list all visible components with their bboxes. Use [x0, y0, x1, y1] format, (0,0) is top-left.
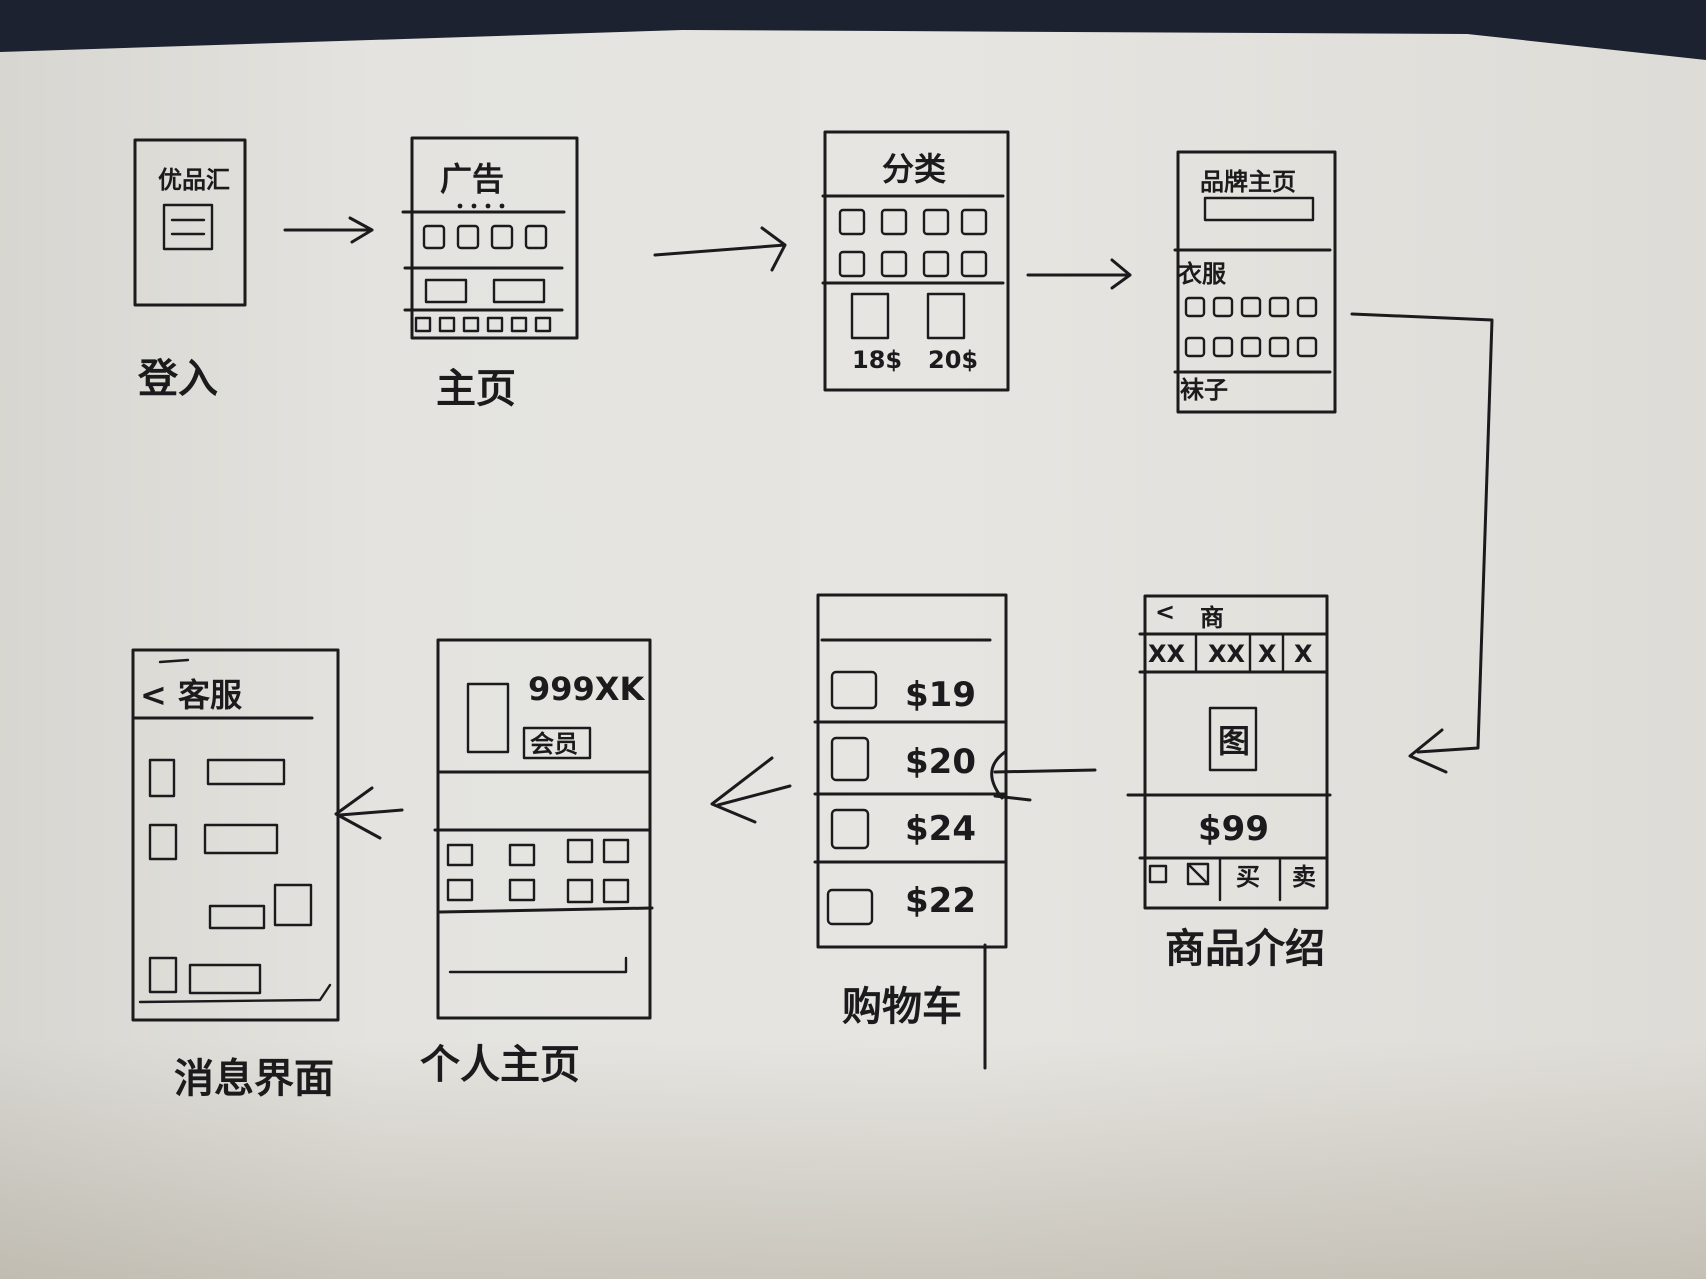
- category-product-thumb-2: [926, 292, 966, 340]
- brand-phone-frame: [1176, 150, 1337, 414]
- category-phone-frame: [823, 130, 1010, 392]
- product-action-bar: 买 卖: [1148, 856, 1316, 902]
- category-product-thumb-1: [850, 292, 890, 340]
- message-title: 客服: [178, 676, 242, 714]
- product-tab-2: XX: [1208, 640, 1246, 668]
- message-avatar-1: [148, 758, 176, 798]
- product-price: $99: [1198, 809, 1269, 849]
- cart-item-2-price: $20: [905, 742, 976, 782]
- login-logo-icon: [162, 203, 214, 251]
- cart-caption: 购物车: [842, 984, 962, 1030]
- category-title: 分类: [882, 150, 946, 188]
- message-caption: 消息界面: [174, 1056, 334, 1102]
- home-banner-right: [492, 278, 546, 304]
- arrow-category-to-brand: [1026, 258, 1132, 290]
- arrow-home-to-category: [653, 226, 787, 272]
- home-tab-bar: [414, 316, 552, 333]
- brand-search-box: [1203, 196, 1315, 222]
- cart-item-3-thumb: [830, 808, 870, 850]
- cart-item-4: $22: [826, 881, 976, 926]
- home-phone-frame: [410, 136, 579, 340]
- login-app-title: 优品汇: [158, 166, 230, 194]
- profile-vip-badge: [522, 726, 592, 760]
- home-banner-left: [424, 278, 468, 304]
- cart-screen: $19 $20 $24 $22 购物车: [813, 593, 1008, 1070]
- profile-function-grid: [446, 838, 630, 904]
- product-tab-1: XX: [1148, 640, 1186, 668]
- home-ad-label: 广告: [440, 160, 504, 198]
- arrow-brand-to-product: [1350, 312, 1494, 774]
- cart-item-3: $24: [830, 808, 976, 850]
- category-price-1: 18$: [852, 346, 902, 374]
- product-image-glyph: 图: [1218, 722, 1250, 760]
- cart-item-1-thumb: [830, 670, 878, 710]
- message-avatar-4: [148, 956, 178, 994]
- brand-section-socks: 袜子: [1180, 376, 1228, 404]
- home-screen: 广告 主页: [401, 136, 579, 412]
- product-bar-sell: 卖: [1292, 863, 1316, 891]
- product-back-icon: <: [1155, 598, 1175, 626]
- cart-item-4-thumb: [826, 888, 874, 926]
- profile-badge-text: 会员: [530, 730, 578, 758]
- product-image-icon: [1208, 706, 1258, 772]
- cart-item-2: $20: [830, 736, 976, 782]
- arrow-login-to-home: [283, 216, 374, 244]
- message-bubble-2: [203, 823, 279, 855]
- cart-item-2-thumb: [830, 736, 870, 782]
- message-list: [148, 758, 313, 995]
- product-phone-frame: [1143, 594, 1329, 910]
- category-icon-grid: [838, 208, 988, 278]
- cart-phone-frame: [816, 593, 1008, 949]
- message-avatar-3: [273, 883, 313, 927]
- message-phone-frame: [131, 648, 340, 1022]
- product-bar-icon-2: [1186, 862, 1210, 886]
- product-screen: < 商 XX XX X X 图 $99 买 卖 商品介绍: [1126, 594, 1332, 972]
- profile-avatar: [466, 682, 510, 754]
- brand-screen: 品牌主页 衣服 袜子: [1173, 150, 1337, 414]
- cart-item-4-price: $22: [905, 881, 976, 921]
- product-caption: 商品介绍: [1165, 926, 1325, 972]
- message-bubble-1: [206, 758, 286, 786]
- login-screen: 优品汇 登入: [133, 138, 247, 402]
- cart-item-3-price: $24: [905, 809, 976, 849]
- product-tab-3: X: [1258, 640, 1277, 668]
- profile-caption: 个人主页: [420, 1042, 580, 1088]
- message-bubble-4: [188, 963, 262, 995]
- home-caption: 主页: [436, 366, 516, 412]
- login-phone-frame: [133, 138, 247, 307]
- message-avatar-2: [148, 823, 178, 861]
- message-back-icon: <: [140, 676, 167, 714]
- product-tabs: XX XX X X: [1148, 634, 1313, 674]
- message-screen: < 客服 消息界面: [131, 648, 340, 1102]
- category-screen: 分类 18$ 20$: [821, 130, 1010, 392]
- product-bar-buy: 买: [1236, 863, 1260, 891]
- brand-section-clothes: 衣服: [1178, 260, 1227, 288]
- product-tab-4: X: [1294, 640, 1313, 668]
- login-caption: 登入: [137, 356, 218, 402]
- category-price-2: 20$: [928, 346, 978, 374]
- brand-clothes-grid: [1184, 296, 1318, 358]
- profile-screen: 999XK 会员 个人主页: [420, 638, 654, 1088]
- message-bubble-3: [208, 904, 266, 930]
- arrow-profile-to-message: [334, 786, 404, 840]
- product-title: 商: [1200, 604, 1224, 632]
- profile-name: 999XK: [528, 670, 645, 708]
- cart-item-1: $19: [830, 670, 976, 715]
- home-icon-row: [422, 224, 548, 250]
- arrow-cart-to-profile: [710, 756, 792, 824]
- brand-title: 品牌主页: [1200, 168, 1296, 196]
- ad-carousel-dots: [457, 203, 505, 209]
- cart-item-1-price: $19: [905, 675, 976, 715]
- product-bar-icon-1: [1148, 864, 1168, 884]
